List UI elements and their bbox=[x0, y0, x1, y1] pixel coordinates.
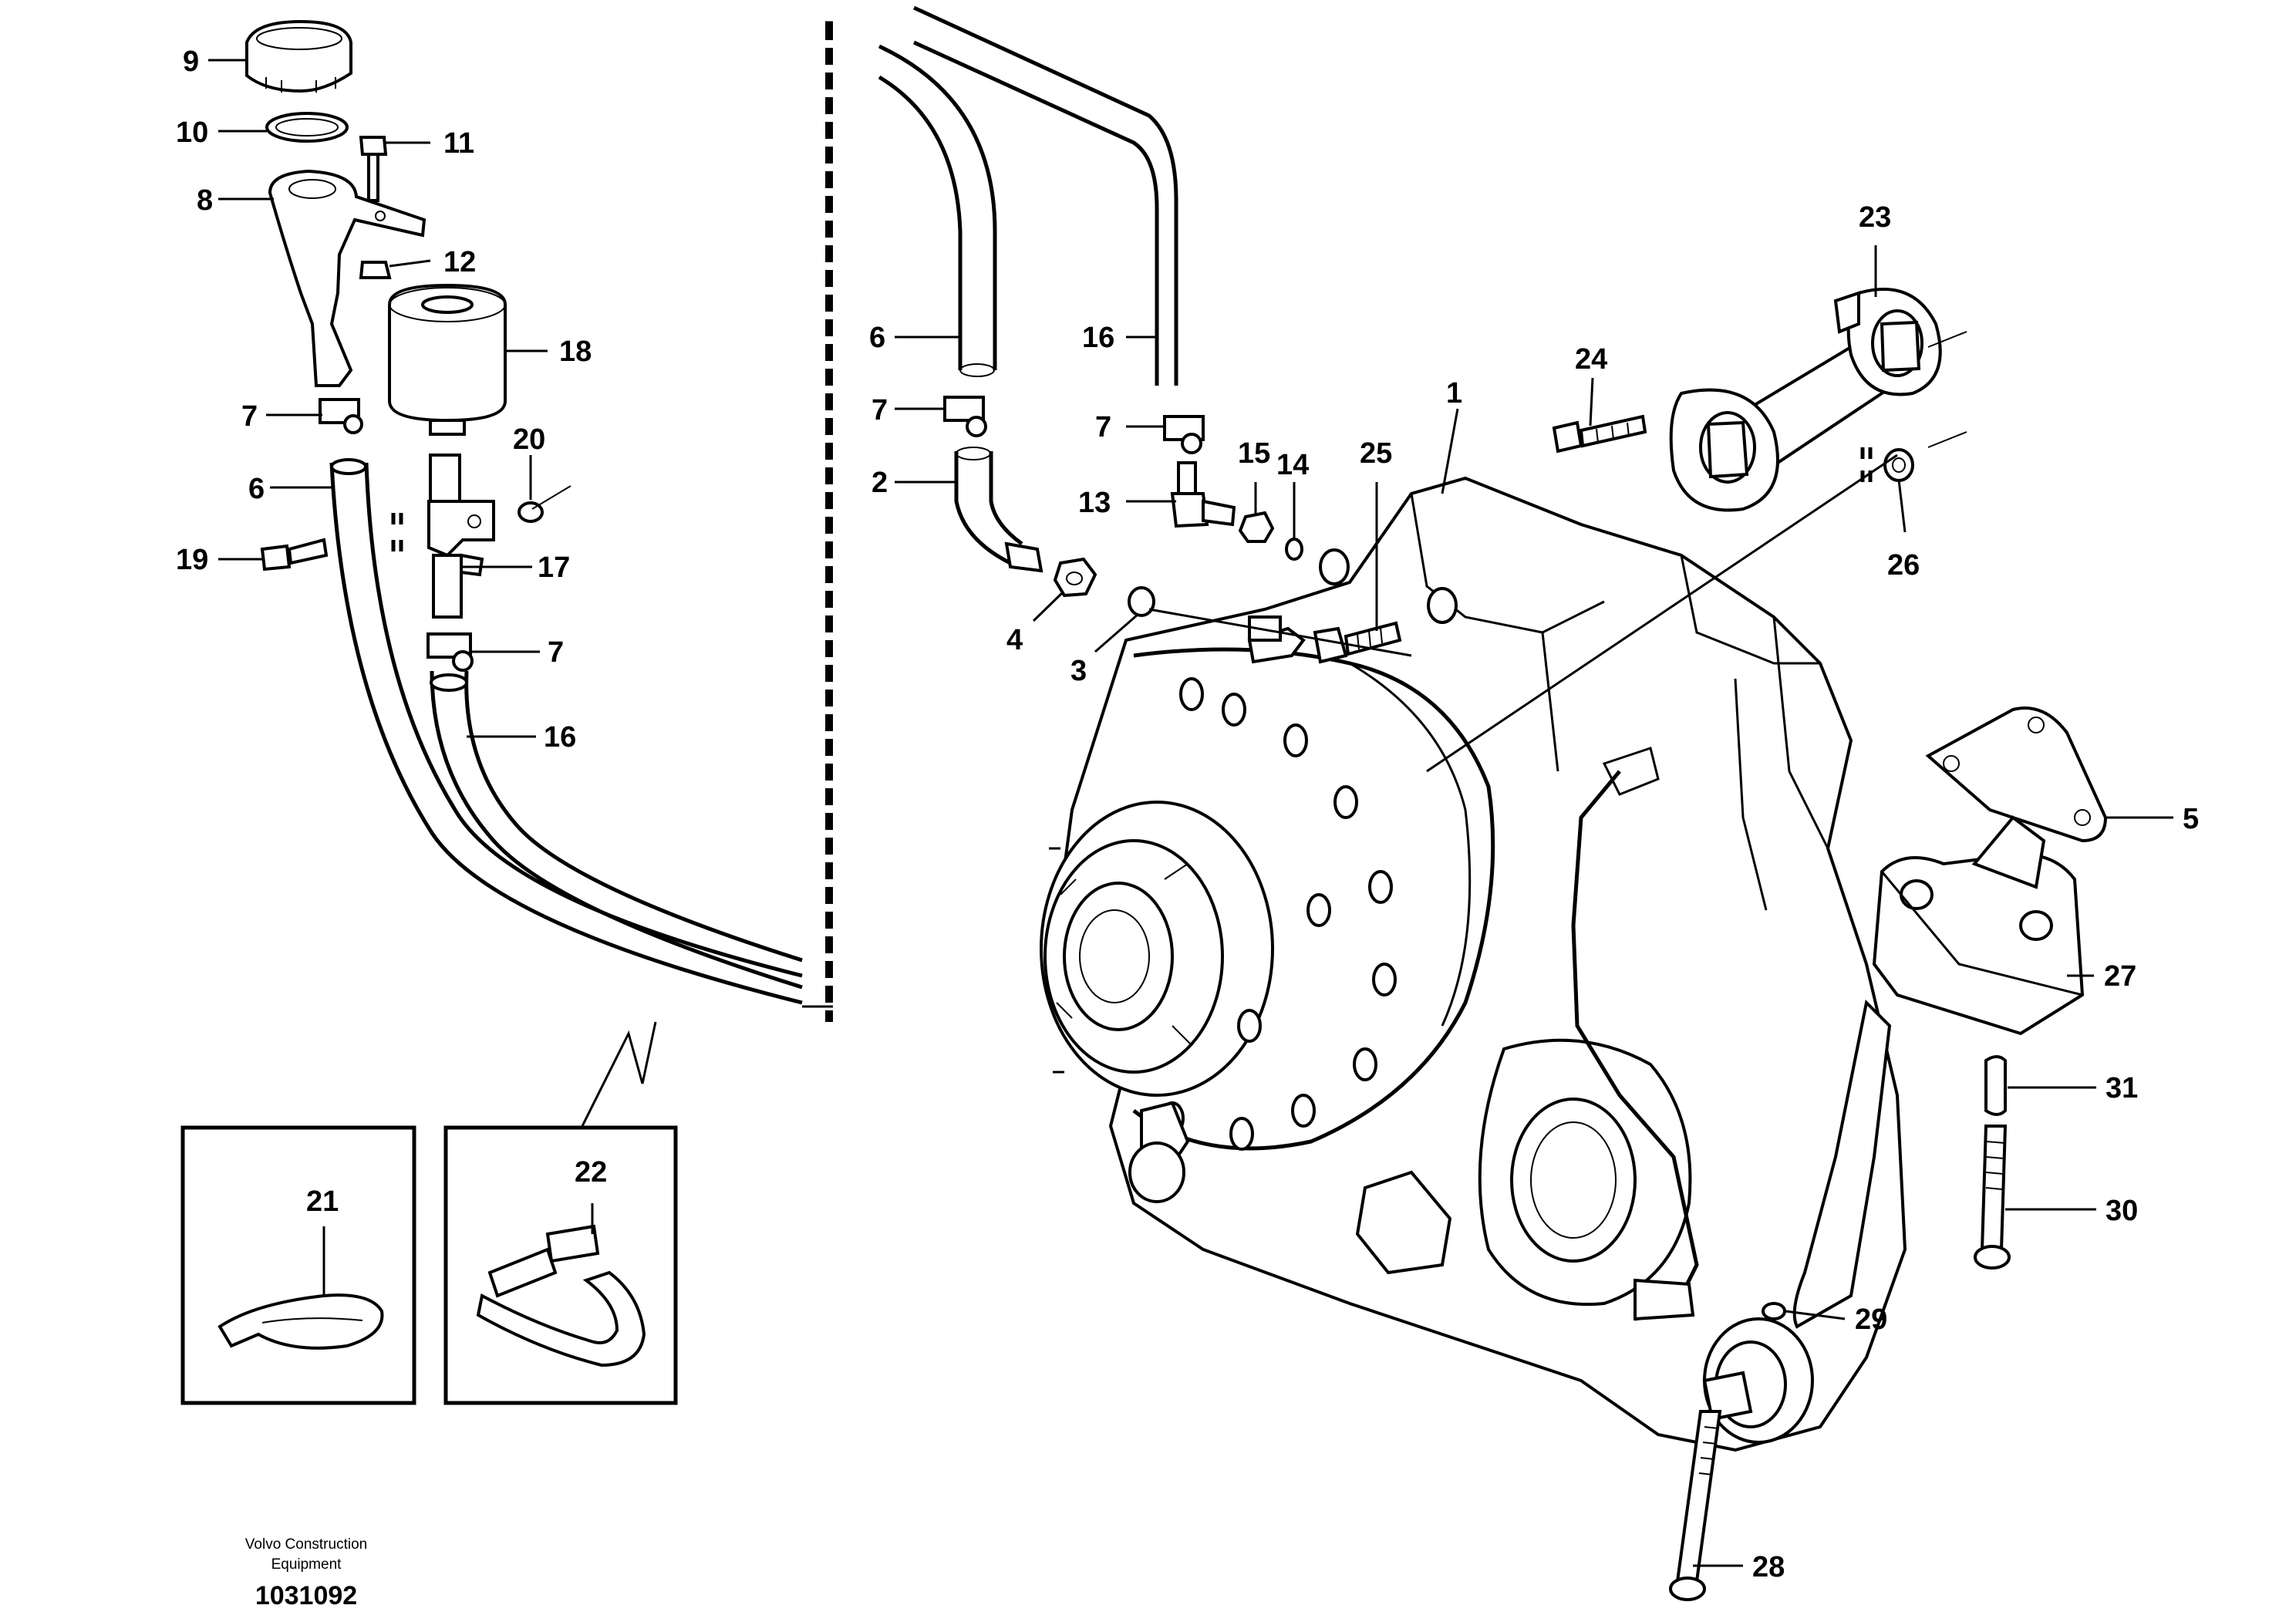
detail-box-21 bbox=[180, 1125, 416, 1405]
callout-8: 8 bbox=[197, 184, 213, 217]
detail-box-22 bbox=[443, 1125, 678, 1405]
hose-6-center bbox=[878, 44, 997, 377]
adapter-15-part bbox=[1238, 511, 1275, 543]
callout-17: 17 bbox=[538, 551, 570, 584]
washer-26-part bbox=[1883, 448, 1914, 482]
callout-28: 28 bbox=[1752, 1551, 1785, 1583]
output-flange bbox=[1040, 801, 1274, 1097]
bracket-17-part bbox=[427, 454, 495, 619]
hose-clamp-7-center-right bbox=[1163, 415, 1205, 454]
callout-18: 18 bbox=[559, 336, 592, 368]
callout-5: 5 bbox=[2183, 803, 2199, 835]
torque-rod-part bbox=[1669, 288, 1942, 512]
lower-link-part bbox=[1702, 999, 1892, 1444]
hose-2-part bbox=[954, 447, 1043, 573]
callout-13: 13 bbox=[1078, 487, 1111, 519]
bolt-28-part bbox=[1669, 1410, 1722, 1601]
callout-19: 19 bbox=[176, 544, 208, 576]
o-ring-14-part bbox=[1285, 538, 1303, 561]
transfer-gearbox-housing bbox=[1040, 476, 1907, 1452]
o-ring-3-part bbox=[1128, 586, 1155, 617]
housing-boss bbox=[1319, 548, 1350, 585]
callout-7: 7 bbox=[548, 636, 564, 669]
washer-20-part bbox=[518, 485, 571, 523]
nut-4-part bbox=[1053, 557, 1097, 598]
callout-6: 6 bbox=[248, 473, 265, 505]
callout-4: 4 bbox=[1006, 624, 1023, 656]
callout-26: 26 bbox=[1887, 549, 1920, 582]
o-ring-part bbox=[265, 112, 349, 143]
callout-1: 1 bbox=[1446, 377, 1462, 410]
spacer-31-part bbox=[1984, 1055, 2007, 1116]
publisher-name-line1: Volvo Construction bbox=[245, 1536, 367, 1553]
publisher-footer: Volvo Construction Equipment 1031092 bbox=[245, 1536, 367, 1610]
callout-6: 6 bbox=[869, 322, 885, 354]
bracket-plate-5-part bbox=[1925, 706, 2108, 843]
hose-clamp-7-center-left bbox=[943, 396, 987, 437]
callout-9: 9 bbox=[183, 46, 199, 78]
nut-12-part bbox=[359, 261, 392, 279]
hose-16-center bbox=[912, 5, 1178, 386]
callout-25: 25 bbox=[1360, 437, 1392, 470]
leader-lines bbox=[208, 59, 2173, 1567]
callout-15: 15 bbox=[1238, 437, 1270, 470]
bolt-11-part bbox=[359, 136, 388, 202]
callout-7: 7 bbox=[241, 400, 258, 433]
callout-10: 10 bbox=[176, 116, 208, 149]
callout-7: 7 bbox=[1095, 411, 1111, 443]
callout-27: 27 bbox=[2104, 960, 2136, 993]
bolt-24-part bbox=[1552, 414, 1647, 454]
callout-7: 7 bbox=[872, 394, 888, 427]
filler-cap-part bbox=[245, 19, 352, 93]
bolt-30-part bbox=[1974, 1125, 2011, 1270]
callout-20: 20 bbox=[513, 423, 545, 456]
housing-bolt-holes bbox=[1160, 677, 1397, 1151]
callout-31: 31 bbox=[2106, 1072, 2138, 1104]
callout-12: 12 bbox=[443, 246, 476, 278]
mount-27-part bbox=[1872, 815, 2085, 1036]
hose-clamp-7-left-upper bbox=[319, 398, 363, 434]
detail-pointer bbox=[581, 1021, 657, 1127]
callout-2: 2 bbox=[872, 467, 888, 499]
leader-extra bbox=[1927, 331, 1967, 448]
callout-11: 11 bbox=[443, 127, 474, 160]
callout-16: 16 bbox=[544, 721, 576, 754]
bolt-19-part bbox=[260, 538, 329, 572]
callout-29: 29 bbox=[1855, 1303, 1887, 1336]
callout-30: 30 bbox=[2106, 1195, 2138, 1227]
rear-lug bbox=[1128, 1101, 1452, 1275]
hose-6-left bbox=[329, 458, 803, 1005]
publisher-name-line2: Equipment bbox=[271, 1556, 342, 1573]
break-marker bbox=[1860, 447, 1873, 482]
callout-16: 16 bbox=[1082, 322, 1114, 354]
callout-labels: 9 10 11 8 12 18 7 6 20 19 17 7 16 6 16 7… bbox=[176, 46, 2199, 1583]
callout-23: 23 bbox=[1859, 201, 1891, 234]
filler-tube-part bbox=[268, 169, 426, 387]
callout-14: 14 bbox=[1276, 449, 1309, 481]
callout-21: 21 bbox=[306, 1185, 339, 1218]
lower-bearing-cover bbox=[1478, 1038, 1692, 1307]
break-marker bbox=[391, 513, 403, 551]
breather-filter-part bbox=[388, 283, 507, 436]
callout-22: 22 bbox=[575, 1156, 607, 1189]
hose-16-left bbox=[430, 670, 803, 990]
callout-24: 24 bbox=[1575, 343, 1607, 376]
housing-boss bbox=[1427, 587, 1458, 624]
callout-3: 3 bbox=[1070, 655, 1087, 687]
hose-clamp-7-left-lower bbox=[426, 632, 474, 672]
figure-number: 1031092 bbox=[255, 1581, 357, 1610]
tee-fitting-13-part bbox=[1170, 461, 1236, 528]
